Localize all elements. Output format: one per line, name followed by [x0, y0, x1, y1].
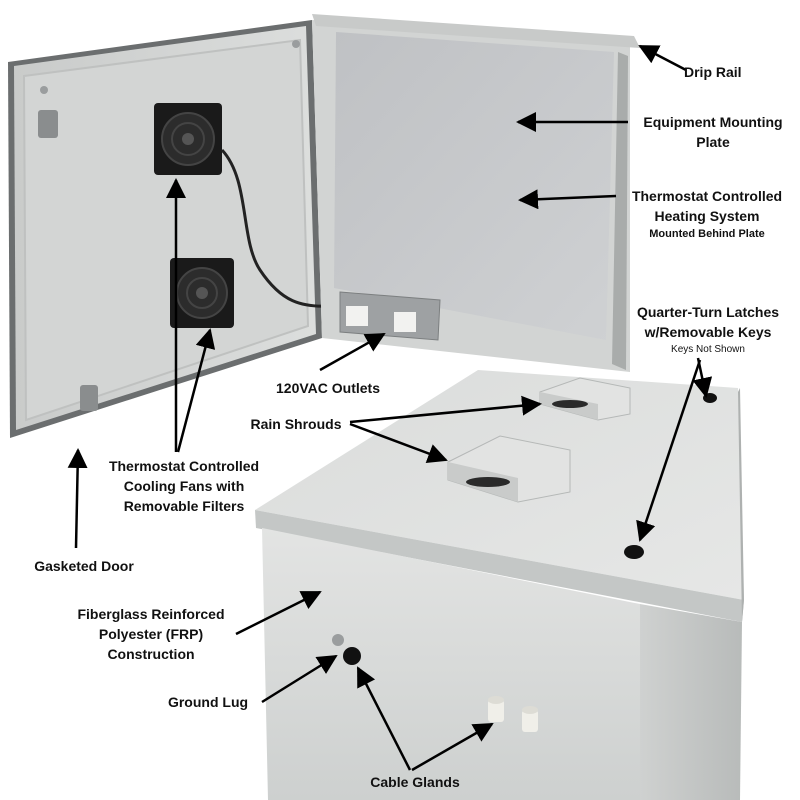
- label-gasketed-door: Gasketed Door: [34, 558, 134, 574]
- arrow: [176, 328, 216, 453]
- arrow: [349, 422, 448, 464]
- label-frp: Fiberglass Reinforced Polyester (FRP) Co…: [77, 606, 225, 662]
- cable-gland: [522, 706, 538, 732]
- outlet-box: [339, 291, 441, 341]
- arrow: [349, 395, 542, 424]
- ground-lug: [332, 634, 344, 646]
- fan-wiring: [220, 148, 341, 308]
- latch-icon: [80, 385, 98, 411]
- rain-shroud-back: [539, 377, 631, 421]
- latch-icon: [624, 545, 644, 559]
- open-door: [8, 20, 322, 438]
- arrow: [261, 654, 338, 704]
- rain-shroud-front: [447, 435, 571, 503]
- arrow: [356, 666, 412, 771]
- arrow: [235, 590, 322, 636]
- drip-rail: [312, 14, 640, 48]
- cable-gland: [488, 696, 504, 722]
- label-heating: Thermostat Controlled Heating System Mou…: [631, 188, 783, 240]
- arrow: [636, 359, 702, 542]
- closed-enclosure: [255, 370, 744, 800]
- arrow: [638, 44, 687, 72]
- mounting-plate: [334, 32, 614, 340]
- label-ground-lug: Ground Lug: [167, 694, 249, 710]
- arrow: [67, 448, 88, 549]
- label-latches: Quarter-Turn Latches w/Removable Keys Ke…: [636, 304, 780, 355]
- cooling-fan-bottom: [170, 258, 234, 328]
- label-drip-rail: Drip Rail: [684, 64, 742, 80]
- cooling-fan-top: [154, 103, 222, 175]
- label-cooling-fans: Thermostat Controlled Cooling Fans with …: [108, 458, 260, 514]
- label-mounting-plate: Equipment Mounting Plate: [643, 114, 783, 150]
- arrow: [411, 722, 494, 772]
- arrow: [518, 189, 617, 210]
- latch-icon: [38, 110, 58, 138]
- ground-lug-nut: [343, 647, 361, 665]
- label-rain-shrouds: Rain Shrouds: [250, 416, 342, 432]
- back-enclosure: [312, 14, 640, 372]
- label-outlets: 120VAC Outlets: [276, 380, 380, 396]
- label-cable-glands: Cable Glands: [370, 774, 460, 790]
- callout-arrows: [67, 44, 713, 772]
- arrow: [319, 332, 386, 372]
